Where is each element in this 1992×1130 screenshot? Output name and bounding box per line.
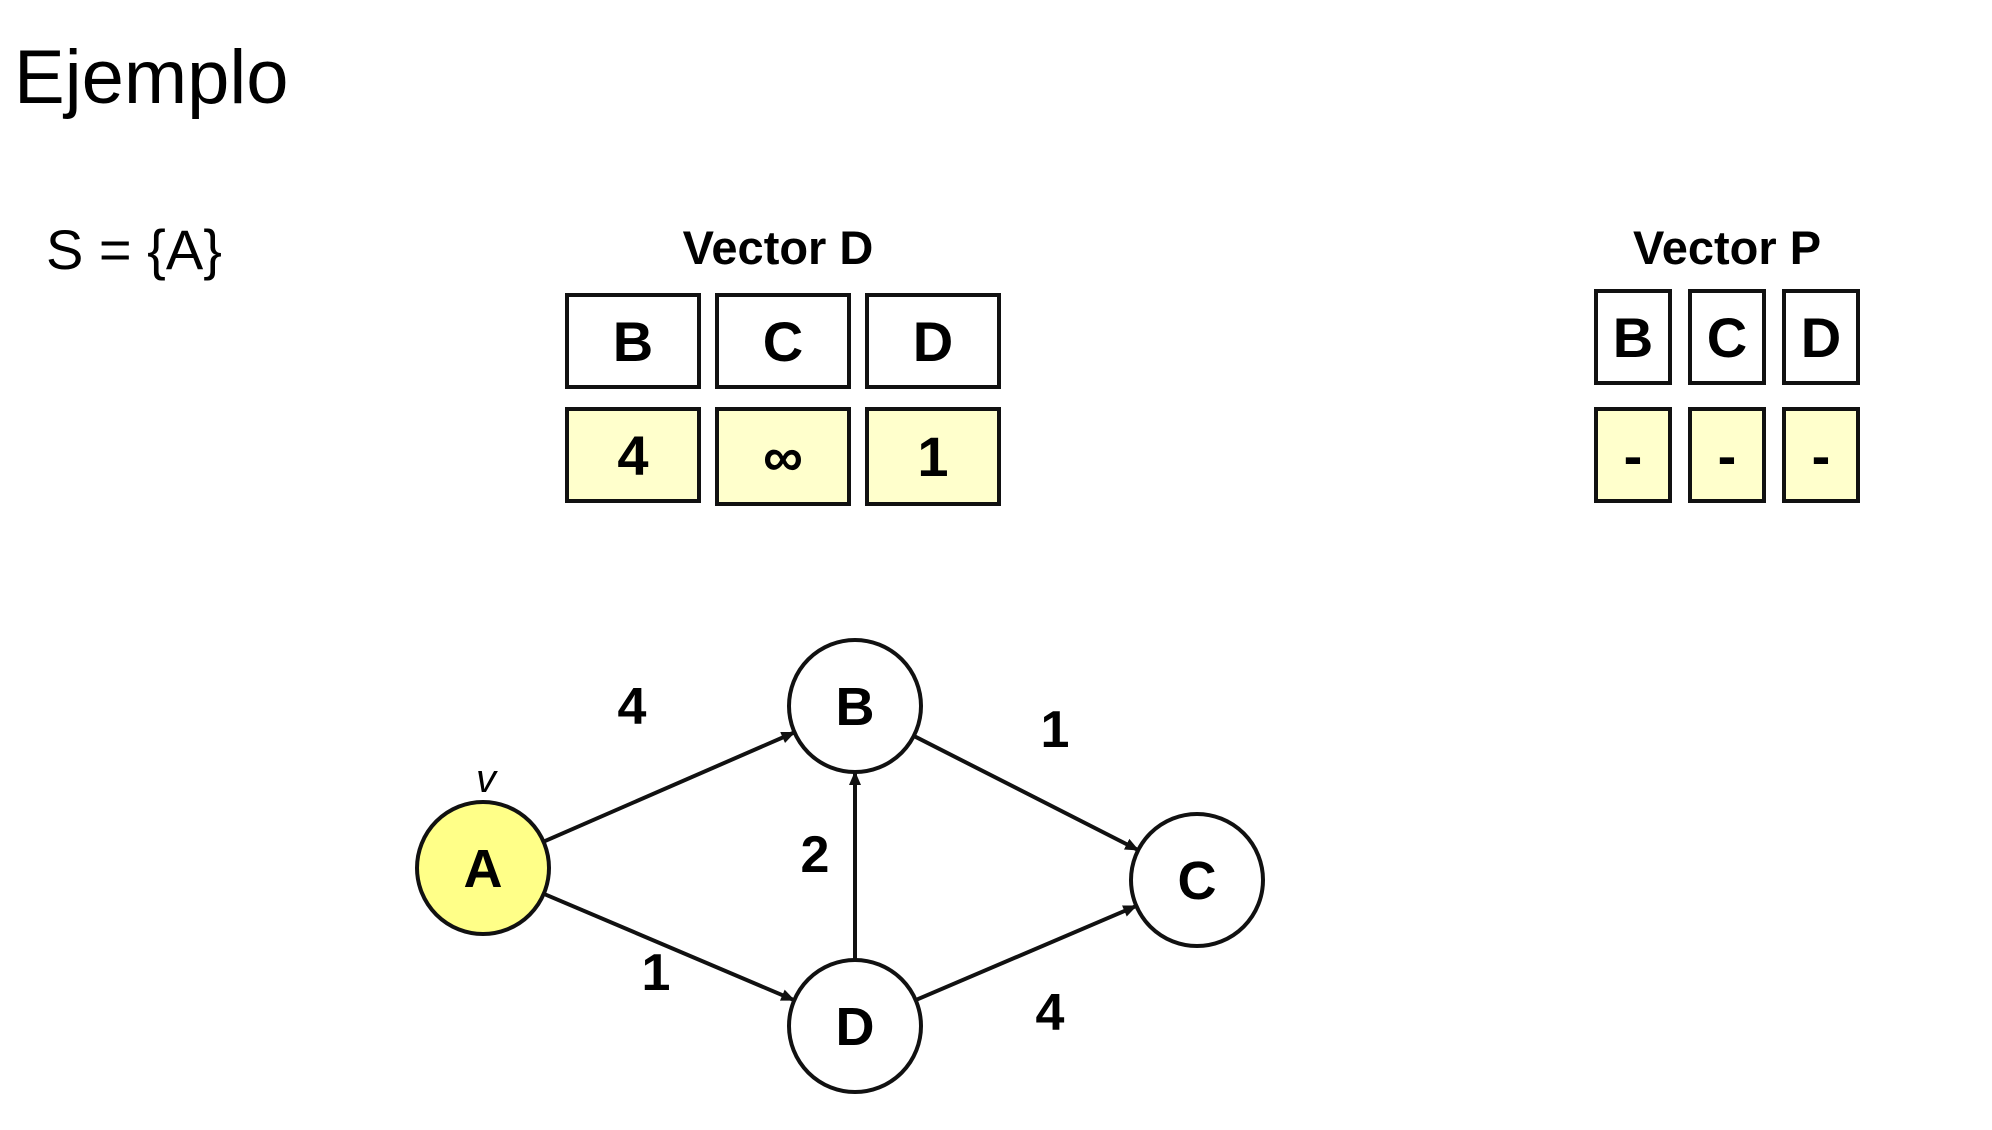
edge-weight-b-c: 1 [1041, 701, 1070, 759]
vector-d-header-b: B [565, 293, 701, 389]
vector-p-value-c: - [1688, 407, 1766, 503]
vector-p-header-d: D [1782, 289, 1860, 385]
node-c [1129, 812, 1265, 948]
current-vertex-marker: v [476, 757, 498, 801]
node-label-c: C [1178, 851, 1217, 911]
edge-a-d [542, 891, 796, 1002]
vector-p-header-c: C [1688, 289, 1766, 385]
node-a [415, 800, 551, 936]
node-b [787, 638, 923, 774]
vector-p-title: Vector P [1632, 221, 1822, 274]
edge-b-c [912, 734, 1140, 852]
node-label-d: D [836, 997, 875, 1057]
vector-d-header-c: C [715, 293, 851, 389]
edge-weight-d-b: 2 [801, 826, 830, 884]
vector-p-header-b: B [1594, 289, 1672, 385]
vector-d-value-c: ∞ [715, 407, 851, 506]
vector-d-header-d: D [865, 293, 1001, 389]
edge-d-c [914, 904, 1138, 1002]
edge-weight-a-b: 4 [618, 678, 647, 736]
vector-d-title: Vector D [682, 221, 874, 274]
node-label-a: A [464, 839, 503, 899]
vector-d-value-d: 1 [865, 407, 1001, 506]
vector-p-value-d: - [1782, 407, 1860, 503]
vector-p-value-b: - [1594, 407, 1672, 503]
edge-a-b [542, 730, 796, 844]
visited-set-label: S = {A} [46, 218, 222, 281]
node-d [787, 958, 923, 1094]
edge-weight-d-c: 4 [1036, 984, 1065, 1042]
edge-weight-a-d: 1 [642, 944, 671, 1002]
slide-title: Ejemplo [14, 35, 289, 120]
vector-d-value-b: 4 [565, 407, 701, 503]
node-label-b: B [836, 677, 875, 737]
